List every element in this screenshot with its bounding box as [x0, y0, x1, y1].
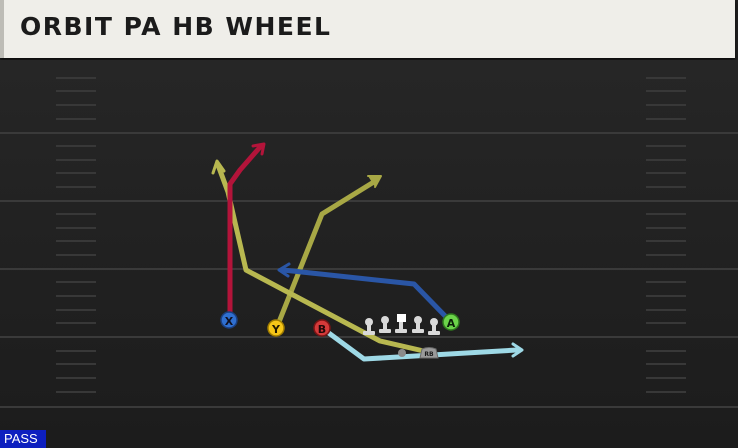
- lineman-icon: [379, 316, 391, 333]
- center-icon: [395, 314, 407, 333]
- y-route: [274, 175, 382, 330]
- yard-lines: [0, 132, 738, 408]
- title-bar-edge: [0, 0, 4, 58]
- x-route: [227, 142, 266, 322]
- lineman-icon: [428, 318, 440, 335]
- y-label: Y: [271, 323, 281, 336]
- offensive-line: [363, 314, 440, 335]
- play-diagram: RB X Y B A: [0, 60, 738, 448]
- hash-marks-left: [56, 77, 96, 393]
- x-label: X: [225, 315, 234, 328]
- a-route: [277, 262, 453, 324]
- hash-marks-right: [646, 77, 686, 393]
- play-title: ORBIT PA HB WHEEL: [20, 12, 332, 41]
- player-x[interactable]: X: [220, 311, 238, 329]
- player-a[interactable]: A: [442, 313, 460, 331]
- a-label: A: [447, 317, 456, 330]
- y-button-icon: [267, 319, 285, 337]
- x-button-icon: [220, 311, 238, 329]
- play-title-bar: ORBIT PA HB WHEEL: [0, 0, 735, 58]
- play-type-badge: PASS: [0, 430, 46, 448]
- b-route: [319, 325, 524, 362]
- rb-route: [211, 159, 431, 355]
- rb-player[interactable]: RB: [419, 347, 439, 359]
- a-button-icon: [442, 313, 460, 331]
- b-label: B: [318, 323, 326, 336]
- rb-label: RB: [424, 351, 434, 358]
- player-y[interactable]: Y: [267, 319, 285, 337]
- qb-marker: [398, 349, 406, 357]
- b-button-icon: [313, 319, 331, 337]
- lineman-icon: [412, 316, 424, 333]
- player-b[interactable]: B: [313, 319, 331, 337]
- field-surface: [0, 60, 738, 448]
- lineman-icon: [363, 318, 375, 335]
